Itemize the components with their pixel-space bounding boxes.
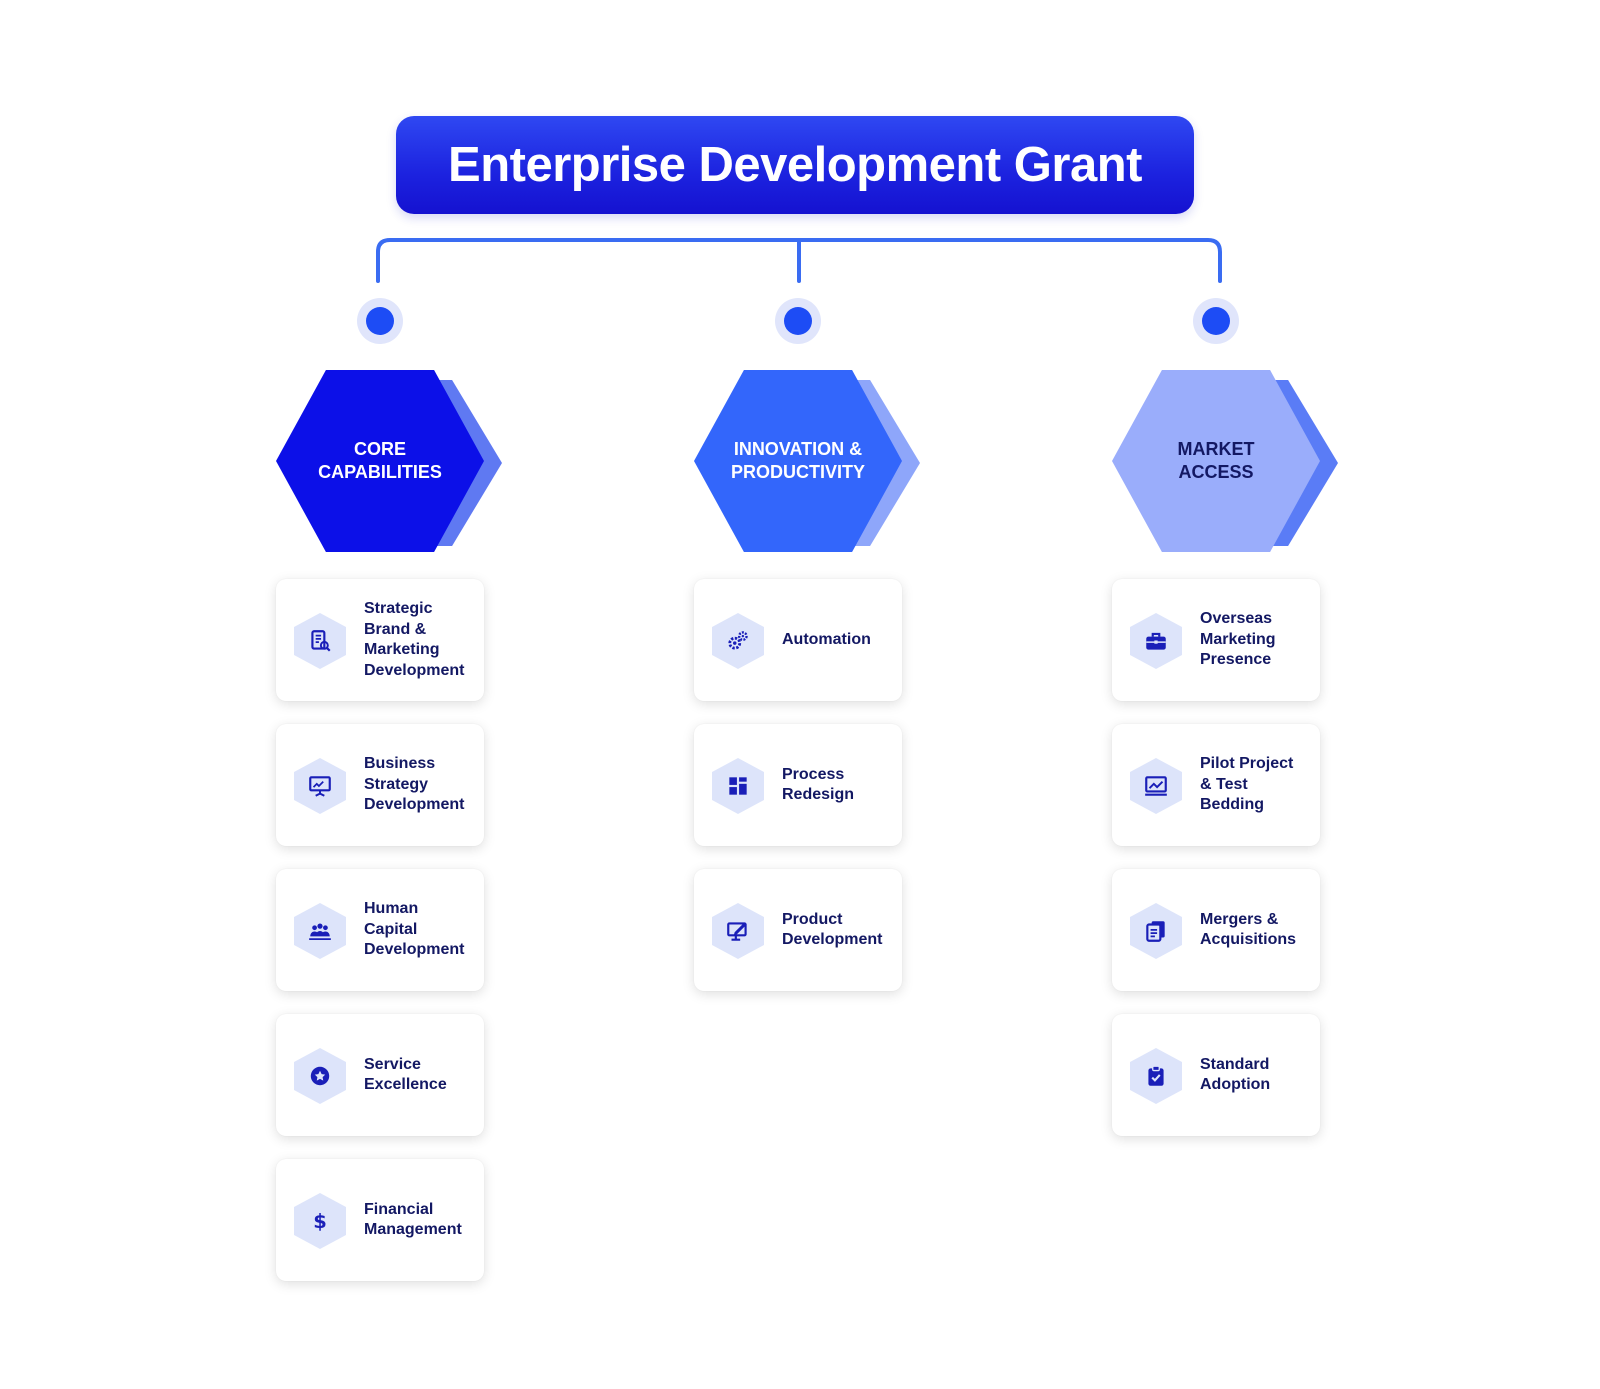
card-icon-badge: $ [294,1193,346,1249]
program-card[interactable]: Process Redesign [694,724,902,846]
branch-node-dot [775,298,821,344]
branch-node-dot [357,298,403,344]
program-card[interactable]: Automation [694,579,902,701]
program-card-label: Overseas Marketing Presence [1200,610,1276,669]
pillar-hexagon-face [1112,370,1320,552]
program-card-label: Mergers & Acquisitions [1200,910,1297,949]
presentation-board-icon [309,776,331,797]
program-card[interactable]: Mergers & Acquisitions [1112,869,1320,991]
program-card[interactable]: Product Development [694,869,902,991]
tree-connector [376,238,1222,283]
program-card-label: Human Capital Development [364,900,465,959]
card-icon-badge [1130,613,1182,669]
program-card[interactable]: Overseas Marketing Presence [1112,579,1320,701]
program-card-label: Product Development [782,910,883,949]
program-card[interactable]: Human Capital Development [276,869,484,991]
pillar-hexagon: CORE CAPABILITIES [276,370,506,552]
card-icon-badge [712,613,764,669]
program-card-label: Financial Management [364,1200,462,1239]
star-badge-icon [310,1066,330,1086]
pillar-hexagon: INNOVATION & PRODUCTIVITY [694,370,924,552]
pillar-title: MARKET ACCESS [1177,439,1255,482]
card-icon-badge [1130,758,1182,814]
card-icon-badge [712,758,764,814]
layout-blocks-icon [729,777,747,795]
card-icon-badge [1130,1048,1182,1104]
card-icon-badge [294,613,346,669]
program-card-label: Business Strategy Development [364,755,465,814]
program-card-label: Standard Adoption [1200,1055,1271,1094]
program-card-label: Pilot Project & Test Bedding [1200,755,1294,814]
documents-stack-icon [1146,921,1165,942]
program-card-label: Automation [782,630,871,648]
program-card[interactable]: $ Financial Management [276,1159,484,1281]
program-card[interactable]: Standard Adoption [1112,1014,1320,1136]
svg-text:$: $ [313,1210,327,1233]
pillar-hexagon-face [694,370,902,552]
pillar-hexagon: MARKET ACCESS [1112,370,1342,552]
clipboard-check-icon [1148,1065,1164,1086]
program-card[interactable]: Strategic Brand & Marketing Development [276,579,484,701]
page-title: Enterprise Development Grant [396,116,1194,214]
chart-screen-icon [1145,776,1167,796]
pillar-title: INNOVATION & PRODUCTIVITY [730,439,865,482]
team-icon [309,923,331,940]
program-card[interactable]: Pilot Project & Test Bedding [1112,724,1320,846]
card-icon-badge [294,1048,346,1104]
briefcase-icon [1146,632,1166,650]
card-icon-badge [712,903,764,959]
monitor-pen-icon [727,922,747,941]
card-icon-badge [294,758,346,814]
document-search-icon [311,630,331,652]
program-card[interactable]: Business Strategy Development [276,724,484,846]
branch-node-dot [1193,298,1239,344]
pillar-title: CORE CAPABILITIES [318,439,442,482]
gears-icon [728,631,748,650]
card-icon-badge [294,903,346,959]
program-card-label: Process Redesign [782,765,855,804]
program-card[interactable]: Service Excellence [276,1014,484,1136]
pillar-hexagon-face [276,370,484,552]
dollar-icon: $ [313,1210,327,1233]
card-icon-badge [1130,903,1182,959]
program-card-label: Service Excellence [364,1055,447,1094]
program-card-label: Strategic Brand & Marketing Development [364,600,465,679]
